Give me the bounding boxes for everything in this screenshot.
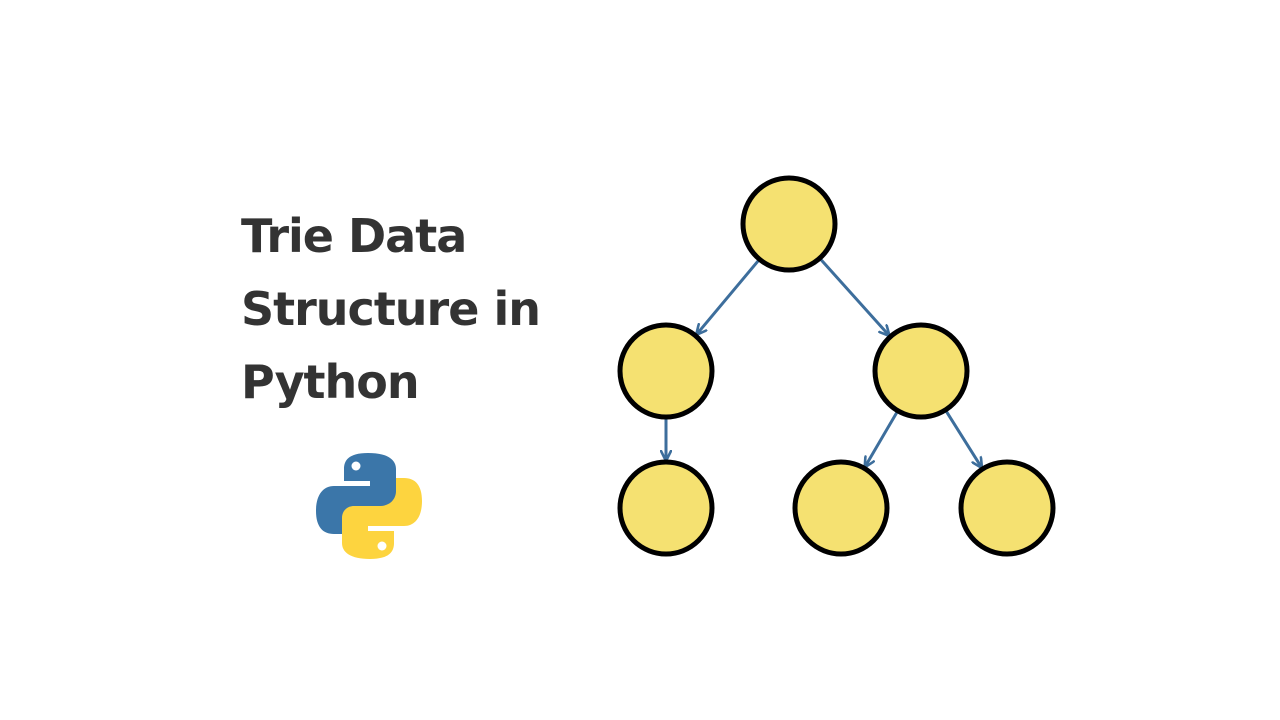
title-line-2: Structure in — [241, 282, 541, 336]
page-title: Trie Data Structure in Python — [241, 200, 581, 419]
python-logo-blue-eye — [351, 461, 361, 471]
edge-root-to-right — [819, 258, 892, 338]
python-logo-yellow-half — [342, 478, 422, 559]
edges-layer — [666, 258, 984, 470]
title-line-3: Python — [241, 355, 420, 409]
edge-right-to-right-right — [945, 410, 984, 470]
python-logo-yellow-eye — [377, 541, 387, 551]
node-right-right — [958, 459, 1056, 557]
node-right-left — [792, 459, 890, 557]
edge-root-to-left — [694, 259, 760, 337]
node-root — [740, 175, 838, 273]
node-right — [872, 322, 970, 420]
python-logo-icon — [316, 453, 422, 559]
node-left-left — [617, 459, 715, 557]
title-line-1: Trie Data — [241, 209, 467, 263]
nodes-layer — [617, 175, 1056, 557]
node-left — [617, 322, 715, 420]
edge-right-to-right-left — [863, 410, 899, 469]
python-logo-blue-half — [316, 453, 396, 534]
